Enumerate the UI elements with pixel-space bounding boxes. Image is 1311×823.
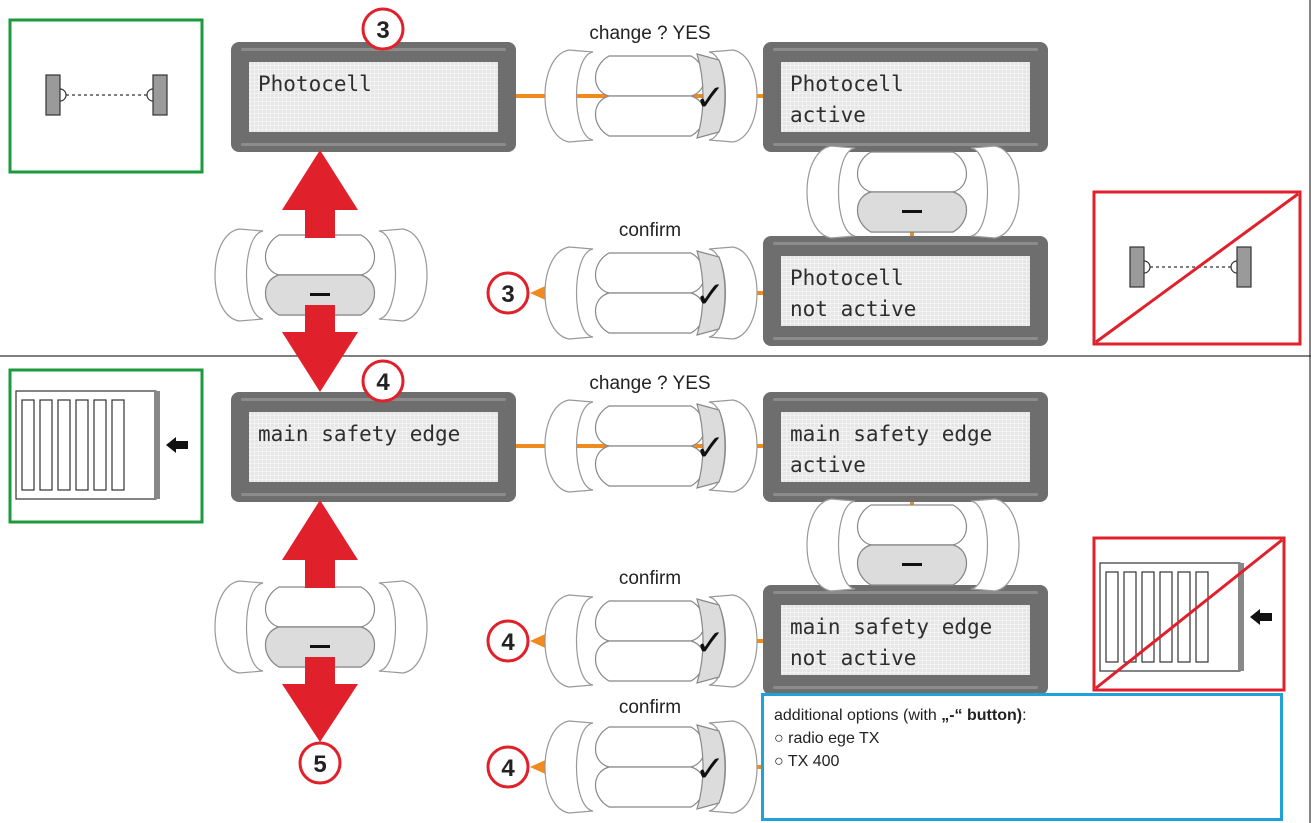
safety-edge-not-active-illustration [1092,536,1286,692]
safety-edge-strip [154,391,160,499]
orange-arrows [530,283,570,777]
svg-text:3: 3 [501,281,514,308]
lcd-line-1: Photocell [790,266,904,290]
minus-icon[interactable] [902,563,922,566]
check-icon[interactable]: ✓ [695,77,725,118]
arrow-down-icon [282,684,358,742]
bullet-icon: ○ [774,753,784,770]
svg-text:5: 5 [313,751,326,778]
lcd-line-2: not active [790,297,916,321]
photocell-sender-icon [1129,246,1145,288]
lcd-line-1: Photocell [790,72,904,96]
red-double-arrow [282,150,358,392]
keypad-yes[interactable]: ✓ [544,399,758,493]
keypad-confirm[interactable]: ✓ [544,246,758,340]
keypad-minus[interactable] [214,580,428,674]
arrow-left-icon [166,437,188,453]
lcd-edge-active: main safety edge active [763,392,1048,502]
option-tx-400: ○ TX 400 [774,753,840,770]
minus-icon[interactable] [902,210,922,213]
lcd-line-1: Photocell [258,72,372,96]
keypad-minus[interactable] [214,228,428,322]
keypad-confirm[interactable]: ✓ [544,720,758,814]
safety-edge-active-illustration [8,368,204,524]
svg-text:4: 4 [376,369,390,396]
minus-icon[interactable] [310,645,330,648]
red-double-arrow [282,500,358,742]
photocell-sender-icon [45,74,61,116]
photocell-active-illustration [8,18,204,174]
keypad-minus[interactable] [806,145,1020,239]
lcd-edge-not-active: main safety edge not active [763,585,1048,695]
safety-edge-strip [1238,563,1244,671]
keypad-confirm[interactable]: ✓ [544,594,758,688]
check-icon[interactable]: ✓ [695,427,725,468]
lcd-line-1: main safety edge [790,422,992,446]
lcd-edge-menu: main safety edge [231,392,516,502]
bullet-icon: ○ [774,730,784,747]
gate-icon [15,390,160,500]
confirm-label: confirm [619,568,681,589]
minus-icon[interactable] [310,293,330,296]
arrow-left-icon [1250,609,1272,625]
strike-through-icon [1095,538,1283,690]
keypad-yes[interactable]: ✓ [544,49,758,143]
arrow-down-icon [282,332,358,392]
photocell-not-active-illustration [1092,190,1302,346]
change-yes-label: change ? YES [589,373,710,394]
lcd-photocell-not-active: Photocell not active [763,236,1048,346]
check-icon[interactable]: ✓ [695,748,725,789]
arrow-up-icon [282,150,358,210]
step-badge-4-return: 4 [486,745,530,789]
strike-through-icon [1095,192,1299,344]
lcd-line-1: main safety edge [258,422,460,446]
keypad-minus[interactable] [806,498,1020,592]
step-badge-3-top: 3 [361,7,405,51]
check-icon[interactable]: ✓ [695,622,725,663]
additional-options-box: additional options (with „-“ button): ○ … [761,693,1283,821]
svg-text:4: 4 [501,755,515,782]
lcd-photocell-active: Photocell active [763,42,1048,152]
lcd-line-2: not active [790,646,916,670]
photocell-receiver-icon [1236,246,1252,288]
step-badge-3-return: 3 [486,271,530,315]
lcd-line-1: main safety edge [790,615,992,639]
lcd-line-2: active [790,453,866,477]
step-badge-5: 5 [298,741,342,785]
confirm-label: confirm [619,697,681,718]
additional-options-title: additional options (with „-“ button): [774,707,1027,724]
confirm-label: confirm [619,220,681,241]
lcd-line-2: active [790,103,866,127]
lcd-photocell-menu: Photocell [231,42,516,152]
gate-icon [1099,562,1244,672]
option-radio-ege-tx: ○ radio ege TX [774,730,880,747]
arrow-shaft [305,657,335,687]
photocell-receiver-icon [152,74,168,116]
step-badge-4-return: 4 [486,619,530,663]
arrow-shaft [305,305,335,335]
svg-text:4: 4 [501,629,515,656]
arrow-up-icon [282,500,358,560]
step-badge-4-top: 4 [361,359,405,403]
check-icon[interactable]: ✓ [695,274,725,315]
change-yes-label: change ? YES [589,23,710,44]
svg-text:3: 3 [376,17,389,44]
